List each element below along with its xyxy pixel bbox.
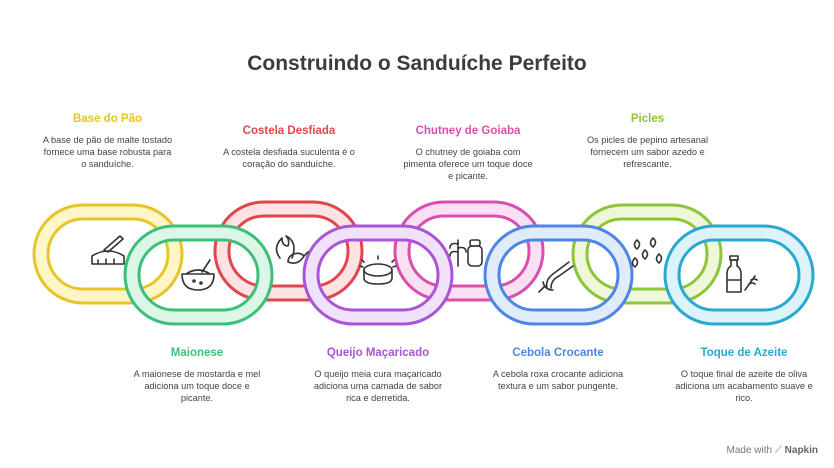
item-description: O queijo meia cura maçaricado adiciona u… [313, 369, 443, 403]
item-description: A costela desfiada suculenta é o coração… [223, 147, 355, 169]
item-title: Chutney de Goiaba [415, 125, 521, 137]
item-picles: Picles Os picles de pepino artesanal for… [580, 113, 715, 170]
item-description: A cebola roxa crocante adiciona textura … [492, 369, 624, 391]
bread-knife-icon [91, 235, 125, 265]
napkin-logo-icon: ⟋ [774, 445, 782, 456]
item-cebola-crocante: Cebola Crocante A cebola roxa crocante a… [491, 347, 625, 392]
item-description: Os picles de pepino artesanal fornecem u… [586, 135, 709, 169]
olive-oil-icon [726, 255, 758, 293]
item-description: O toque final de azeite de oliva adicion… [675, 369, 813, 403]
item-maionese: Maionese A maionese de mostarda e mel ad… [130, 347, 264, 404]
item-queijo-macaricado: Queijo Maçaricado O queijo meia cura maç… [310, 347, 446, 404]
item-description: A base de pão de malte tostado fornece u… [42, 135, 173, 169]
chain-link-cebola-crocante [483, 224, 634, 326]
item-toque-de-azeite: Toque de Azeite O toque final de azeite … [674, 347, 814, 404]
seeds-icon [631, 237, 663, 268]
item-title: Base do Pão [72, 113, 143, 125]
onion-icon [538, 261, 574, 293]
napkin-watermark: Made with ⟋ Napkin [727, 445, 818, 456]
item-description: O chutney de goiaba com pimenta oferece … [403, 147, 533, 181]
item-title: Toque de Azeite [700, 347, 788, 359]
chain-link-picles [571, 203, 723, 305]
item-title: Cebola Crocante [512, 347, 604, 359]
flame-pepper-icon [275, 235, 309, 264]
chain-link-chutney-de-goiaba [393, 200, 545, 302]
herb-jar-icon [449, 239, 483, 267]
cheese-icon [359, 255, 397, 285]
chain-link-toque-de-azeite [663, 224, 815, 326]
item-description: A maionese de mostarda e mel adiciona um… [133, 369, 261, 403]
item-chutney-de-goiaba: Chutney de Goiaba O chutney de goiaba co… [400, 125, 536, 182]
item-title: Picles [630, 113, 665, 125]
chain-link-costela-desfiada [213, 200, 364, 302]
item-base-do-pao: Base do Pão A base de pão de malte tosta… [40, 113, 175, 170]
item-title: Costela Desfiada [242, 125, 336, 137]
bowl-spoon-icon [181, 259, 215, 291]
footer-brand: Napkin [784, 445, 818, 456]
chain-link-maionese [123, 224, 274, 326]
item-costela-desfiada: Costela Desfiada A costela desfiada sucu… [223, 125, 355, 170]
item-title: Queijo Maçaricado [326, 347, 430, 359]
item-title: Maionese [170, 347, 224, 359]
chain-link-base-do-pao [32, 203, 184, 305]
footer-made-with: Made with [726, 445, 773, 456]
page-title: Construindo o Sanduíche Perfeito [247, 52, 587, 75]
chain-link-queijo-macaricado [302, 224, 454, 326]
